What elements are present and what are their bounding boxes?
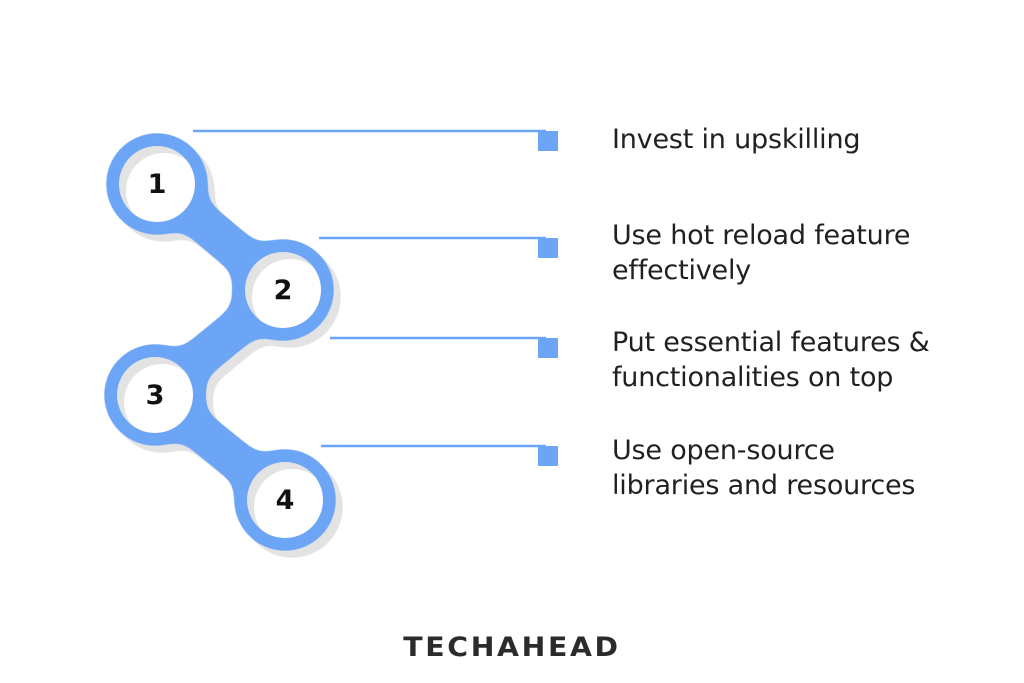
brand-wordmark: TECHAHEAD <box>403 632 621 663</box>
chain-link-1-2 <box>137 164 303 310</box>
chain-link-3-4 <box>135 375 305 520</box>
step-label-4: Use open-source libraries and resources <box>612 435 916 501</box>
connector-marker-3 <box>538 338 558 358</box>
connector-marker-1 <box>538 131 558 151</box>
step-label-3: Put essential features & functionalities… <box>612 327 930 393</box>
step-number-4: 4 <box>275 484 295 516</box>
step-number-1: 1 <box>147 168 167 200</box>
chain-body <box>103 132 337 552</box>
connector-group <box>193 129 558 466</box>
connector-marker-2 <box>538 238 558 258</box>
step-number-3: 3 <box>145 379 165 411</box>
chain-link-2-3 <box>135 270 303 415</box>
step-label-2: Use hot reload feature effectively <box>612 220 911 286</box>
connector-marker-4 <box>538 446 558 466</box>
step-label-1: Invest in upskilling <box>612 124 861 155</box>
step-number-2: 2 <box>273 274 293 306</box>
